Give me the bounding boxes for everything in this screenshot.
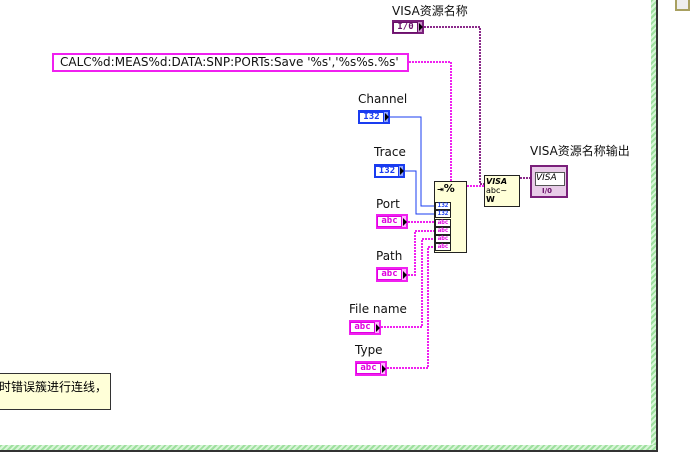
terminal-abc[interactable]: abc [435,235,451,243]
type-control[interactable]: abc [355,361,387,376]
comment-note: 时错误簇进行连线， [0,373,111,410]
visa-resource-indicator[interactable]: VISA I/0 [530,165,568,198]
filename-label: File name [349,302,407,316]
frame-right-border [651,0,656,451]
format-into-string-node[interactable]: ⇥% I32 I32 abc abc abc abc [434,181,467,253]
terminal-i32[interactable]: I32 [435,202,451,210]
filename-control[interactable]: abc [349,320,381,335]
type-wire [387,246,434,369]
visa-wire [424,26,484,185]
visa-write-node[interactable]: VISA abc~ W [484,175,520,207]
type-label: Type [355,343,383,357]
terminal-abc[interactable]: abc [435,219,451,227]
channel-control[interactable]: I32 [358,110,390,124]
trace-wire [405,170,434,215]
frame-bottom-edge [0,450,658,452]
command-wire [409,61,452,181]
visa-out-value: VISA [535,172,565,186]
frame-right-edge [656,0,658,452]
visa-in-label: VISA资源名称 [392,4,468,18]
port-control[interactable]: abc [376,214,408,229]
path-label: Path [376,249,403,263]
frame-bottom-border [0,445,656,451]
trace-label: Trace [374,145,406,159]
filename-wire [381,238,434,328]
terminal-i32[interactable]: I32 [435,210,451,218]
visa-resource-control[interactable]: I/0 [392,20,424,34]
terminal-abc[interactable]: abc [435,243,451,251]
visa-out-type: I/0 [542,187,553,195]
visa-out-label: VISA资源名称输出 [530,144,630,158]
channel-wire [390,116,434,207]
terminal-abc[interactable]: abc [435,227,451,235]
command-string-constant[interactable]: CALC%d:MEAS%d:DATA:SNP:PORTs:Save '%s','… [52,53,409,72]
trace-control[interactable]: I32 [374,164,405,178]
port-label: Port [376,197,400,211]
vi-icon[interactable] [675,0,690,11]
channel-label: Channel [358,92,408,106]
format-into-string-icon: ⇥% [437,182,455,195]
path-control[interactable]: abc [376,267,408,282]
path-wire [408,230,434,276]
visa-write-icon: VISA abc~ W [486,177,508,204]
